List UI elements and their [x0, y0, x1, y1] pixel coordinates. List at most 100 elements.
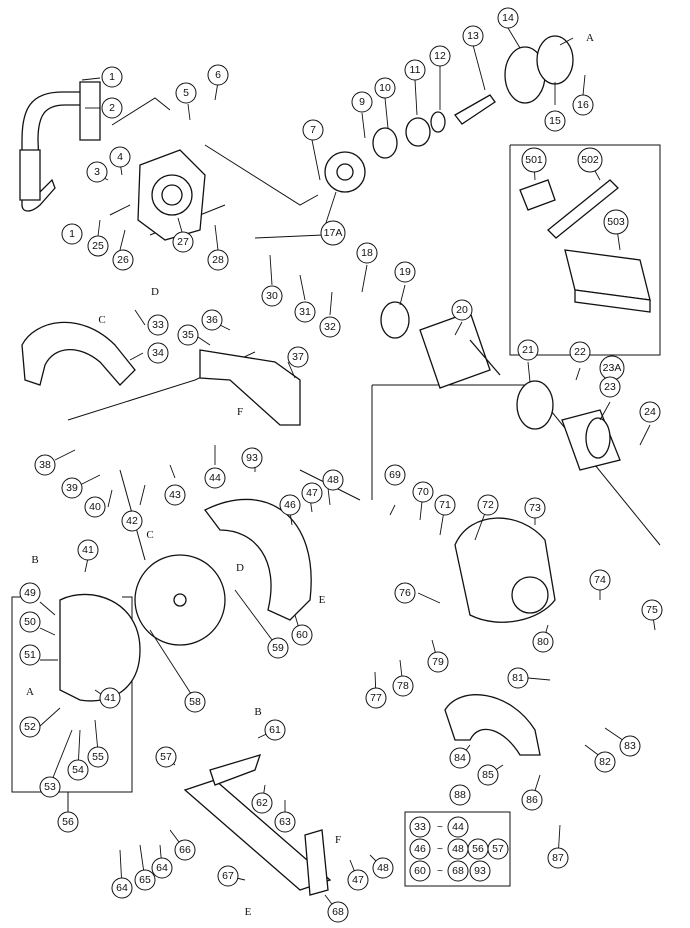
callout-label: 49: [24, 587, 36, 599]
callout-1-1: 1: [101, 66, 123, 88]
gear-set: [324, 35, 574, 193]
callout-23a: 23A: [599, 355, 625, 381]
callout-label: 41: [104, 692, 116, 704]
kit-row-1-sep: ~: [437, 821, 443, 833]
callout-84: 84: [449, 747, 471, 769]
callout-10: 10: [374, 77, 396, 99]
letter-ref-a-1: A: [586, 32, 594, 44]
callout-label: 30: [266, 290, 278, 302]
callout-label: 63: [279, 816, 291, 828]
callout-label: 20: [456, 304, 468, 316]
letter-ref-e-1: E: [319, 594, 326, 606]
kit-box: [404, 811, 511, 887]
callout-83: 83: [619, 735, 641, 757]
kit-row-1-from: 33: [414, 821, 426, 833]
callout-70: 70: [412, 481, 434, 503]
callout-label: 33: [152, 319, 164, 331]
callout-label: 55: [92, 751, 104, 763]
callout-label: 35: [182, 329, 194, 341]
callout-label: 66: [179, 844, 191, 856]
callout-82: 82: [594, 751, 616, 773]
callout-4: 4: [109, 146, 131, 168]
kit-row-3-to: 68: [452, 865, 464, 877]
callout-57: 57: [155, 746, 177, 768]
callout-label: 82: [599, 756, 611, 768]
callout-label: 17A: [324, 227, 343, 239]
callout-73: 73: [524, 497, 546, 519]
callout-63: 63: [274, 811, 296, 833]
callout-78: 78: [392, 675, 414, 697]
letter-ref-c-1: C: [98, 314, 105, 326]
base-plate: [183, 754, 332, 896]
callout-label: 1: [69, 228, 75, 240]
kit-row-3-extra-1: 93: [474, 865, 486, 877]
callout-label: 38: [39, 459, 51, 471]
callout-7: 7: [302, 119, 324, 141]
letter-ref-c-2: C: [146, 529, 153, 541]
callout-60: 60: [291, 624, 313, 646]
callout-label: 22: [574, 346, 586, 358]
callout-56: 56: [57, 811, 79, 833]
callout-35: 35: [177, 324, 199, 346]
callout-label: 47: [306, 487, 318, 499]
kit-row-1-to: 44: [452, 821, 464, 833]
callout-label: 75: [646, 604, 658, 616]
callout-47-1: 47: [301, 482, 323, 504]
callout-label: 24: [644, 406, 656, 418]
callout-47-2: 47: [347, 869, 369, 891]
callout-label: 69: [389, 469, 401, 481]
callout-81: 81: [507, 667, 529, 689]
callout-label: 13: [467, 30, 479, 42]
callout-18: 18: [356, 242, 378, 264]
callout-76: 76: [394, 582, 416, 604]
callout-33: 33: [147, 314, 169, 336]
callout-28: 28: [207, 249, 229, 271]
kit-row-3-sep: ~: [437, 865, 443, 877]
callout-label: 23: [604, 381, 616, 393]
callout-label: 40: [89, 501, 101, 513]
callout-2: 2: [101, 97, 123, 119]
callout-label: 83: [624, 740, 636, 752]
callout-93: 93: [241, 447, 263, 469]
handle-bar: [19, 81, 101, 212]
stator: [516, 380, 621, 471]
callout-label: 37: [292, 351, 304, 363]
callout-label: 36: [206, 314, 218, 326]
callout-61: 61: [264, 719, 286, 741]
callout-74: 74: [589, 569, 611, 591]
callout-34: 34: [147, 342, 169, 364]
callout-501: 501: [521, 147, 547, 173]
callout-22: 22: [569, 341, 591, 363]
left-bracket: [11, 596, 133, 812]
callout-66: 66: [174, 839, 196, 861]
callout-label: 15: [549, 115, 561, 127]
callout-label: 48: [327, 474, 339, 486]
callout-9: 9: [351, 91, 373, 113]
callout-label: 46: [284, 499, 296, 511]
letter-ref-b-1: B: [31, 554, 38, 566]
callout-label: 77: [370, 692, 382, 704]
callout-label: 52: [24, 721, 36, 733]
callout-label: 81: [512, 672, 524, 684]
callout-label: 86: [526, 794, 538, 806]
callout-86: 86: [521, 789, 543, 811]
callout-label: 47: [352, 874, 364, 886]
callout-label: 32: [324, 321, 336, 333]
kit-box-contents: 33 ~ 44 46 ~ 48 56 57 60 ~ 68 93: [409, 816, 509, 882]
callout-38: 38: [34, 454, 56, 476]
callout-label: 14: [502, 12, 514, 24]
dust-duct: [21, 321, 136, 386]
callout-77: 77: [365, 687, 387, 709]
callout-49: 49: [19, 582, 41, 604]
callout-87: 87: [547, 847, 569, 869]
callout-label: 56: [62, 816, 74, 828]
callout-label: 34: [152, 347, 164, 359]
callout-37: 37: [287, 346, 309, 368]
callout-label: 76: [399, 587, 411, 599]
callout-5: 5: [175, 82, 197, 104]
callout-label: 44: [209, 472, 221, 484]
kit-row-2-extra-2: 57: [492, 843, 504, 855]
armature: [380, 301, 501, 389]
callout-42: 42: [121, 510, 143, 532]
